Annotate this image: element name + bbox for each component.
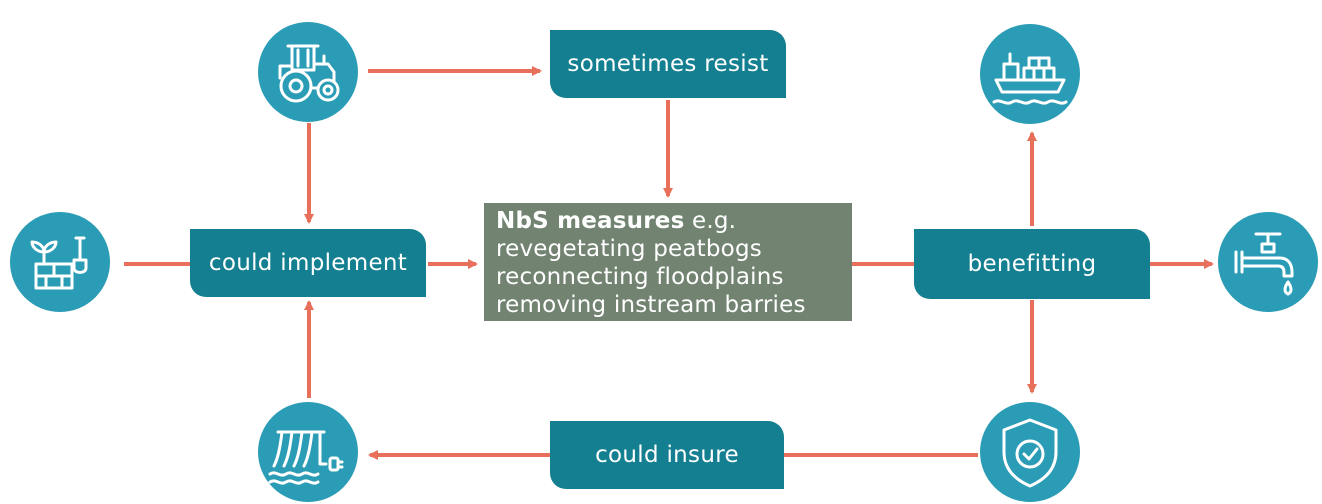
garden-plant-icon bbox=[30, 236, 88, 290]
cargo-ship-icon bbox=[992, 52, 1068, 105]
measures-heading: NbS measures bbox=[496, 208, 685, 234]
sometimes-resist-box: sometimes resist bbox=[550, 30, 786, 98]
measures-heading-suffix: e.g. bbox=[684, 208, 737, 234]
measures-heading-line: NbS measures e.g. bbox=[496, 207, 842, 235]
hydropower-dam-icon bbox=[268, 430, 344, 485]
ship-circle bbox=[980, 24, 1080, 124]
hydropower-circle bbox=[258, 402, 358, 502]
could-insure-box: could insure bbox=[550, 421, 784, 489]
sometimes-resist-label: sometimes resist bbox=[567, 51, 769, 77]
benefitting-label: benefitting bbox=[967, 251, 1097, 277]
could-implement-label: could implement bbox=[208, 250, 408, 276]
tractor-circle bbox=[258, 22, 358, 122]
measure-item: removing instream barries bbox=[496, 292, 806, 318]
could-implement-box: could implement bbox=[190, 229, 426, 297]
measure-item: reconnecting floodplains bbox=[496, 264, 784, 290]
garden-circle bbox=[10, 212, 110, 312]
could-insure-label: could insure bbox=[595, 442, 739, 468]
shield-check-icon bbox=[1002, 418, 1058, 488]
shield-circle bbox=[980, 402, 1080, 502]
nbs-measures-box: NbS measures e.g. revegetating peatbogs … bbox=[484, 203, 852, 321]
tap-circle bbox=[1218, 212, 1318, 312]
tractor-icon bbox=[278, 44, 340, 103]
measure-item: revegetating peatbogs bbox=[496, 236, 762, 262]
benefitting-box: benefitting bbox=[914, 229, 1150, 299]
water-tap-icon bbox=[1234, 232, 1294, 296]
